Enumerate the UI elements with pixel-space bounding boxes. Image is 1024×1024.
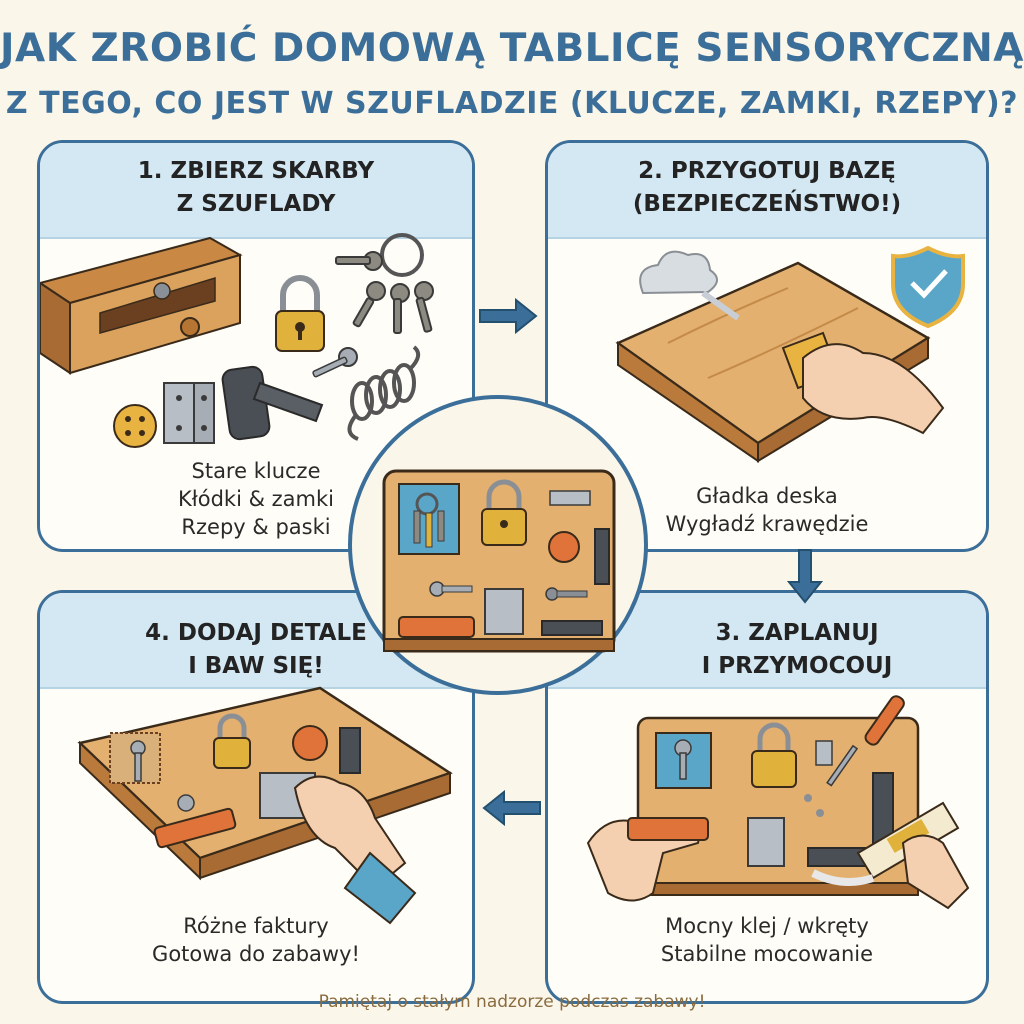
step-3-illustration — [586, 695, 970, 910]
step-1-illustration — [40, 233, 434, 448]
step-2-illustration — [615, 245, 965, 463]
arrow-down-icon — [786, 549, 824, 604]
step-1-header — [40, 143, 472, 239]
safety-footer-note: Pamiętaj o stałym nadzorze podczas zabaw… — [318, 992, 706, 1012]
shield-check-icon — [891, 245, 965, 329]
step-2-header — [548, 143, 986, 239]
dust-cloud-icon — [639, 250, 740, 321]
screwdriver-icon — [826, 695, 905, 787]
sanding-hand-icon — [781, 331, 945, 435]
step-2-heading-line-2: (BEZPIECZEŃSTWO!) — [632, 191, 902, 217]
step-4-heading-line-2: I BAW SIĘ! — [188, 653, 324, 679]
step-1-caption-1: Stare klucze — [191, 459, 321, 483]
step-4-heading-line-1: 4. DODAJ DETALE — [145, 620, 367, 646]
padlock-icon — [275, 275, 325, 352]
finished-board-preview-icon — [382, 469, 616, 653]
step-4-caption-1: Różne faktury — [183, 914, 329, 938]
step-2-caption-1: Gładka deska — [696, 484, 838, 508]
arrow-right-icon — [479, 297, 538, 335]
spring-icon — [347, 345, 421, 441]
step-1-caption-2: Kłódki & zamki — [178, 487, 334, 511]
main-title-line-2: Z TEGO, CO JEST W SZUFLADZIE (KLUCZE, ZA… — [5, 86, 1019, 121]
step-4-illustration — [77, 686, 453, 925]
step-1-heading-line-1: 1. ZBIERZ SKARBY — [137, 158, 375, 184]
velcro-icon — [221, 365, 324, 441]
main-title-line-1: JAK ZROBIĆ DOMOWĄ TABLICĘ SENSORYCZNĄ — [0, 26, 1024, 71]
hands-icon — [586, 816, 970, 910]
keys-icon — [335, 233, 434, 334]
finished-board-icon — [77, 686, 453, 881]
step-3-card: 3. ZAPLANUJ I PRZYMOCOUJ — [545, 590, 989, 1004]
step-3-caption-2: Stabilne mocowanie — [660, 942, 874, 966]
step-3-heading-line-1: 3. ZAPLANUJ — [715, 620, 879, 646]
step-1-card: 1. ZBIERZ SKARBY Z SZUFLADY — [37, 140, 475, 552]
hinge-icon — [163, 382, 215, 444]
step-4-caption-2: Gotowa do zabawy! — [152, 942, 360, 966]
button-icon — [113, 404, 157, 448]
step-2-card: 2. PRZYGOTUJ BAZĘ (BEZPIECZEŃSTWO!) Gład… — [545, 140, 989, 552]
step-3-heading-line-2: I PRZYMOCOUJ — [701, 653, 893, 679]
step-3-caption-1: Mocny klej / wkręty — [665, 914, 869, 938]
child-hand-icon — [293, 775, 417, 925]
center-preview-circle — [348, 395, 648, 695]
step-1-caption-3: Rzepy & paski — [181, 515, 331, 539]
arrow-left-icon — [482, 789, 541, 827]
step-2-heading-line-1: 2. PRZYGOTUJ BAZĘ — [638, 158, 896, 184]
key-icon — [312, 347, 358, 378]
step-2-caption-2: Wygładź krawędzie — [665, 512, 869, 536]
drawer-icon — [40, 236, 243, 375]
step-1-heading-line-2: Z SZUFLADY — [176, 191, 336, 217]
